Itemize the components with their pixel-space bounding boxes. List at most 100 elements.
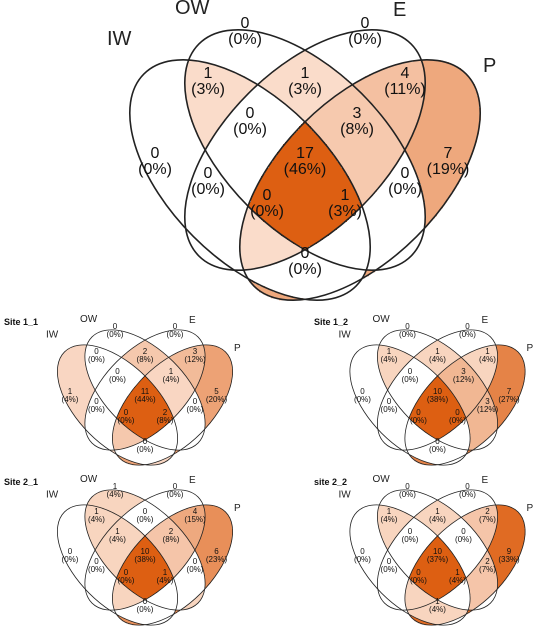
set-outline-e	[376, 489, 499, 611]
region-label-iw-ow-e: 0(0%)	[233, 105, 267, 138]
region-label-iw-ow-e: 0(0%)	[402, 367, 419, 384]
set-label-e: E	[189, 475, 196, 486]
set-label-iw: IW	[339, 330, 352, 341]
region-label-iw-ow: 0(0%)	[88, 347, 105, 364]
region-label-p: 9(33%)	[498, 547, 520, 564]
region-label-iw-ow-e: 0(0%)	[109, 367, 126, 384]
region-label-iw: 0(0%)	[62, 547, 79, 564]
set-label-ow: OW	[373, 314, 391, 325]
set-label-p: P	[234, 503, 241, 514]
region-label-ow: 0(0%)	[107, 322, 124, 339]
set-label-ow: OW	[80, 314, 98, 325]
region-label-iw-ow-e: 1(4%)	[109, 527, 126, 544]
set-outline-iw	[349, 344, 471, 466]
set-label-ow: OW	[175, 0, 210, 19]
set-label-iw: IW	[46, 330, 59, 341]
region-label-ow-e-p: 2(8%)	[163, 527, 180, 544]
region-label-e-p: 4(15%)	[184, 507, 206, 524]
region-label-e: 0(0%)	[459, 322, 476, 339]
region-label-iw-ow-p: 0(0%)	[118, 408, 135, 425]
region-label-p: 6(23%)	[206, 547, 228, 564]
region-label-ow: 0(0%)	[399, 482, 416, 499]
region-label-iw-e: 0(0%)	[381, 557, 398, 574]
region-label-e-p: 1(4%)	[479, 347, 496, 364]
set-label-ow: OW	[373, 474, 391, 485]
set-label-e: E	[482, 315, 489, 326]
region-label-e: 0(0%)	[167, 322, 184, 339]
region-label-iw-ow-p: 0(0%)	[410, 408, 427, 425]
region-label-ow-e: 0(0%)	[137, 507, 154, 524]
region-label-iw-ow-e-p: 10(38%)	[427, 387, 449, 404]
region-label-iw-e-p: 1(3%)	[328, 187, 362, 220]
site-1-2-title: Site 1_2	[314, 317, 349, 327]
region-label-ow-e: 1(4%)	[429, 347, 446, 364]
site-1-1-title: Site 1_1	[4, 317, 39, 327]
set-outline-e	[183, 28, 427, 272]
set-label-p: P	[483, 55, 496, 77]
region-label-iw-ow-e-p: 11(44%)	[134, 387, 156, 404]
region-label-e-p: 3(12%)	[184, 347, 206, 364]
set-outline-e	[84, 329, 206, 451]
site-2-2-title: site 2_2	[314, 477, 348, 487]
set-outline-p	[404, 504, 526, 626]
region-label-p: 7(27%)	[498, 387, 520, 404]
region-label-iw-p: 0(0%)	[137, 437, 154, 454]
region-fills	[349, 330, 526, 466]
region-label-iw-e-p: 2(8%)	[157, 408, 174, 425]
set-outline-iw	[56, 504, 179, 626]
region-label-e-p: 4(11%)	[384, 65, 426, 98]
set-outline-e	[84, 489, 206, 611]
region-label-p: 7(19%)	[427, 145, 470, 178]
region-label-ow-p: 3(12%)	[477, 397, 499, 414]
region-label-e: 0(0%)	[459, 482, 476, 499]
region-label-iw-ow-p: 0(0%)	[250, 187, 284, 220]
region-label-iw-ow-p: 0(0%)	[118, 568, 135, 585]
set-label-p: P	[527, 503, 534, 514]
region-label-iw-p: 0(0%)	[137, 597, 154, 614]
region-label-ow-e: 1(3%)	[288, 65, 322, 98]
region-label-iw-ow: 1(4%)	[381, 507, 398, 524]
region-label-ow-e-p: 1(4%)	[163, 367, 180, 384]
region-label-ow: 0(0%)	[228, 15, 262, 48]
region-label-e-p: 2(7%)	[479, 507, 496, 524]
region-label-iw-ow: 1(3%)	[191, 65, 225, 98]
region-label-iw-e: 0(0%)	[88, 397, 105, 414]
set-label-e: E	[189, 315, 196, 326]
region-label-iw: 0(0%)	[354, 547, 371, 564]
set-outline-p	[111, 344, 234, 466]
region-label-iw-e-p: 0(0%)	[449, 408, 466, 425]
region-label-iw-p: 0(0%)	[429, 437, 446, 454]
region-label-iw-p: 1(4%)	[429, 597, 446, 614]
region-label-iw-ow-p: 0(0%)	[410, 568, 427, 585]
region-label-iw-ow-e-p: 10(38%)	[134, 547, 156, 564]
set-label-iw: IW	[46, 490, 59, 501]
set-label-iw: IW	[339, 490, 352, 501]
region-label-iw-ow-e-p: 17(46%)	[284, 145, 327, 178]
region-label-iw-e: 0(0%)	[381, 397, 398, 414]
region-fills	[349, 490, 526, 626]
region-label-iw-e: 0(0%)	[88, 557, 105, 574]
region-label-ow-e: 2(8%)	[137, 347, 154, 364]
region-label-iw: 0(0%)	[354, 387, 371, 404]
region-label-ow: 0(0%)	[399, 322, 416, 339]
region-label-iw-e-p: 1(4%)	[157, 568, 174, 585]
region-label-e: 0(0%)	[348, 15, 382, 48]
region-label-ow-p: 0(0%)	[388, 165, 422, 198]
region-fills	[57, 330, 233, 466]
region-label-ow: 1(4%)	[107, 482, 124, 499]
set-label-ow: OW	[80, 474, 98, 485]
region-label-iw-p: 0(0%)	[288, 245, 322, 278]
set-outline-p	[238, 58, 482, 302]
set-label-p: P	[527, 343, 534, 354]
set-outline-iw	[56, 344, 179, 466]
region-label-iw-e: 0(0%)	[191, 165, 225, 198]
region-label-ow-e-p: 3(12%)	[453, 367, 475, 384]
region-label-iw: 1(4%)	[62, 387, 79, 404]
region-label-ow-e-p: 3(8%)	[340, 105, 374, 138]
set-outline-iw	[349, 504, 471, 626]
